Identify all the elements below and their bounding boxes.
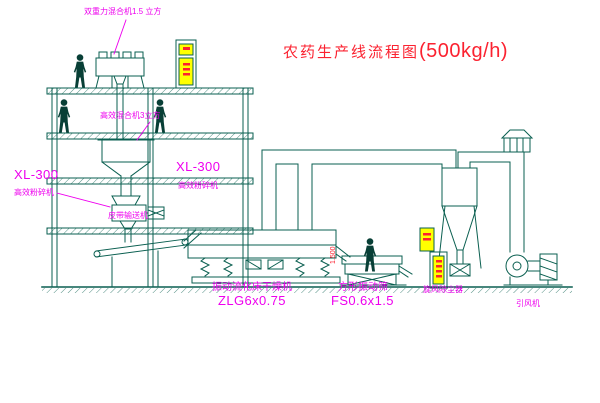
crusher (111, 195, 165, 243)
label-xl300-mid: XL-300 (176, 159, 221, 174)
label-screen-model: FS0.6x1.5 (331, 293, 394, 308)
title-capacity: (500kg/h) (419, 40, 509, 62)
page-title: 农药生产线流程图 (500kg/h) (283, 40, 508, 63)
worker-figure-4 (363, 237, 377, 272)
label-belt-conveyor: 皮带输送机 (108, 211, 148, 220)
exhaust-stack (500, 129, 534, 253)
exhaust-duct (261, 149, 457, 231)
label-dimension: 1.500 (330, 246, 337, 264)
label-gravity-mixer: 双重力混合机1.5 立方 (84, 7, 162, 16)
high-efficiency-mixer (97, 139, 155, 197)
worker-figure-2 (57, 98, 71, 133)
building-frame (46, 87, 254, 288)
label-xl300-left: XL-300 (14, 167, 59, 182)
vibrating-screen (339, 255, 413, 286)
label-leader-lines (56, 19, 151, 208)
label-cyclone: 旋风除尘器 (423, 285, 463, 294)
worker-figure-1 (73, 53, 87, 88)
induced-draft-fan (503, 253, 563, 286)
label-dryer: 振动流化床干燥机 (212, 282, 292, 293)
gravity-mixer (95, 51, 145, 141)
belt-conveyor (93, 238, 189, 288)
cyclone-separator (437, 151, 511, 277)
label-screen: 方形振动筛 (338, 282, 388, 293)
fluidized-bed-dryer (183, 229, 351, 284)
label-dryer-model: ZLG6x0.75 (218, 293, 286, 308)
title-text: 农药生产线流程图 (283, 44, 420, 61)
ground-line (41, 286, 573, 293)
label-crusher-left: 高效粉碎机 (14, 188, 54, 197)
label-crusher-mid: 高效粉碎机 (178, 181, 218, 190)
control-cabinet-mid (419, 227, 435, 252)
label-fan: 引风机 (516, 299, 540, 308)
control-cabinet-top (175, 39, 197, 89)
label-mixer3: 高效混合机3立方 (100, 111, 161, 120)
control-cabinet-right (429, 251, 448, 289)
